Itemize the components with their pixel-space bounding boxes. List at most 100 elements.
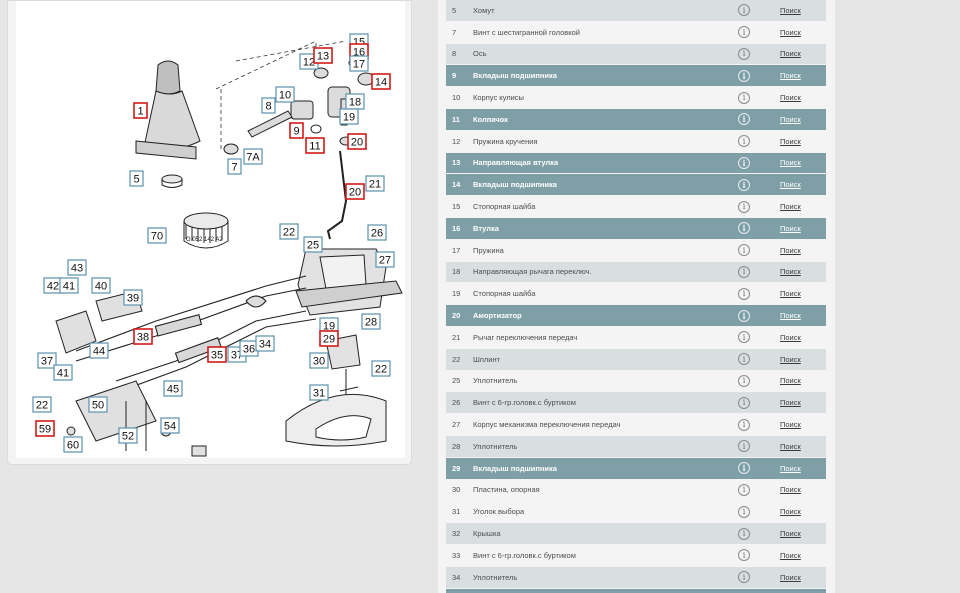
part-callout[interactable]: 26	[367, 224, 387, 241]
info-icon[interactable]: i	[738, 309, 750, 322]
search-link[interactable]: Поиск	[780, 223, 801, 233]
part-callout[interactable]: 19	[319, 317, 339, 334]
search-link[interactable]: Поиск	[780, 136, 801, 146]
search-link[interactable]: Поиск	[780, 49, 801, 59]
part-callout[interactable]: 22	[279, 223, 299, 240]
search-link[interactable]: Поиск	[780, 572, 801, 582]
part-callout[interactable]: 30	[309, 352, 329, 369]
search-link[interactable]: Поиск	[780, 71, 801, 81]
part-callout[interactable]: 18	[345, 93, 365, 110]
search-link[interactable]: Поиск	[780, 202, 801, 212]
part-callout[interactable]: 35	[207, 346, 227, 363]
part-callout[interactable]: 54	[160, 417, 180, 434]
part-callout[interactable]: 25	[303, 236, 323, 253]
info-icon[interactable]: i	[738, 353, 750, 366]
part-callout[interactable]: 38	[133, 328, 153, 345]
info-icon[interactable]: i	[738, 374, 750, 387]
part-callout[interactable]: 13	[313, 47, 333, 64]
search-link[interactable]: Поиск	[780, 398, 801, 408]
part-callout[interactable]: 36	[239, 340, 259, 357]
info-icon[interactable]: i	[738, 178, 750, 191]
part-callout[interactable]: 41	[59, 277, 79, 294]
part-callout[interactable]: 22	[371, 360, 391, 377]
part-callout[interactable]: 27	[375, 251, 395, 268]
info-icon[interactable]: i	[738, 418, 750, 431]
info-icon[interactable]: i	[738, 200, 750, 213]
part-callout[interactable]: 42	[43, 277, 63, 294]
search-link[interactable]: Поиск	[780, 332, 801, 342]
part-callout[interactable]: 59	[35, 420, 55, 437]
info-icon[interactable]: i	[738, 47, 750, 60]
part-callout[interactable]: 37	[37, 352, 57, 369]
part-callout[interactable]: 20	[345, 183, 365, 200]
part-callout[interactable]: 17	[349, 55, 369, 72]
search-link[interactable]: Поиск	[780, 93, 801, 103]
part-callout[interactable]: 44	[89, 342, 109, 359]
part-callout[interactable]: 31	[309, 384, 329, 401]
search-link[interactable]: Поиск	[780, 376, 801, 386]
search-link[interactable]: Поиск	[780, 485, 801, 495]
part-callout[interactable]: 52	[118, 427, 138, 444]
info-icon[interactable]: i	[738, 287, 750, 300]
info-icon[interactable]: i	[738, 549, 750, 562]
search-link[interactable]: Поиск	[780, 463, 801, 473]
info-icon[interactable]: i	[738, 91, 750, 104]
part-callout[interactable]: 7A	[243, 148, 263, 165]
search-link[interactable]: Поиск	[780, 289, 801, 299]
info-icon[interactable]: i	[738, 571, 750, 584]
search-link[interactable]: Поиск	[780, 27, 801, 37]
part-callout[interactable]: 29	[319, 330, 339, 347]
part-callout[interactable]: 11	[305, 137, 325, 154]
part-callout[interactable]: 9	[289, 122, 304, 139]
info-icon[interactable]: i	[738, 135, 750, 148]
search-link[interactable]: Поиск	[780, 420, 801, 430]
part-callout[interactable]: 14	[371, 73, 391, 90]
info-icon[interactable]: i	[738, 505, 750, 518]
part-callout[interactable]: 22	[32, 396, 52, 413]
info-icon[interactable]: i	[738, 462, 750, 475]
info-icon[interactable]: i	[738, 113, 750, 126]
info-icon[interactable]: i	[738, 527, 750, 540]
part-callout[interactable]: 70	[147, 227, 167, 244]
search-link[interactable]: Поиск	[780, 245, 801, 255]
part-callout[interactable]: 43	[67, 259, 87, 276]
search-link[interactable]: Поиск	[780, 507, 801, 517]
info-icon[interactable]: i	[738, 222, 750, 235]
part-callout[interactable]: 21	[365, 175, 385, 192]
info-icon[interactable]: i	[738, 331, 750, 344]
part-callout[interactable]: 60	[63, 436, 83, 453]
search-link[interactable]: Поиск	[780, 311, 801, 321]
search-link[interactable]: Поиск	[780, 354, 801, 364]
info-icon[interactable]: i	[738, 440, 750, 453]
search-link[interactable]: Поиск	[780, 267, 801, 277]
part-callout[interactable]: 50	[88, 396, 108, 413]
part-callout[interactable]: 1	[133, 102, 148, 119]
part-callout[interactable]: 19	[339, 108, 359, 125]
